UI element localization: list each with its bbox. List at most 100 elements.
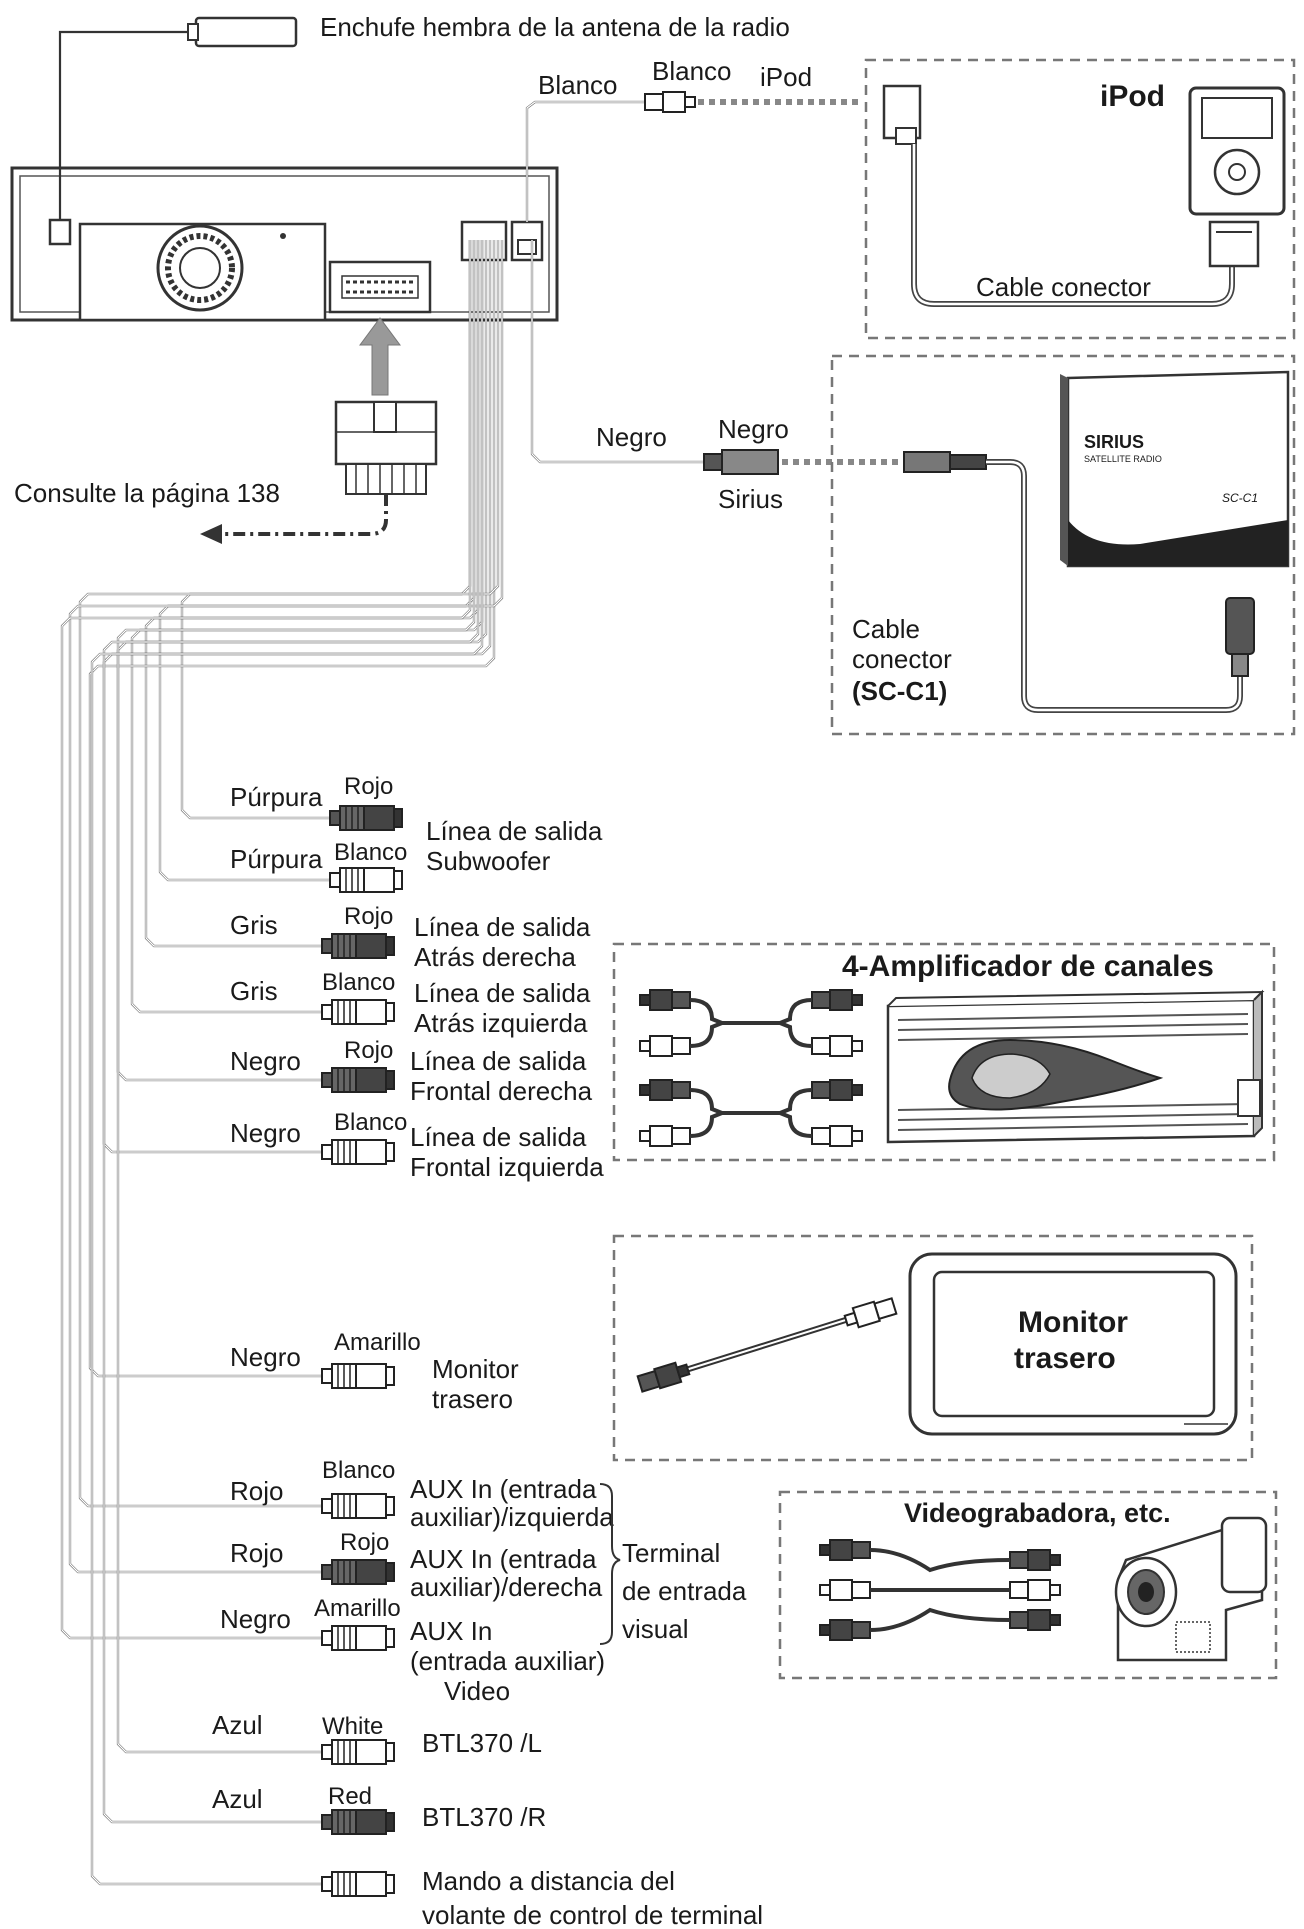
aux-1-desc2: auxiliar)/derecha [410, 1572, 603, 1602]
harness-wire [180, 240, 472, 820]
remote-line-2: volante de control de terminal [422, 1900, 763, 1929]
amp-output-plug [811, 1079, 863, 1101]
remote-line-1: Mando a distancia del [422, 1866, 675, 1896]
terminal-line-2: de entrada [622, 1576, 747, 1606]
ipod-wire-label: Blanco [538, 70, 618, 100]
ipod-box [864, 58, 1296, 340]
rca-plug [329, 805, 403, 831]
monitor-screen-1: Monitor [1018, 1306, 1128, 1339]
out-2-desc2: Atrás derecha [414, 942, 576, 972]
harness-wire-core [117, 240, 475, 1753]
video-source-plug [819, 1539, 871, 1561]
terminal-line-3: visual [622, 1614, 688, 1644]
antenna-connector [58, 16, 298, 220]
out-0-desc2: Subwoofer [426, 846, 551, 876]
aux-2-desc1: AUX In [410, 1616, 492, 1646]
btl-1-desc: BTL370 /R [422, 1802, 546, 1832]
sirius-plug-name: Sirius [718, 484, 783, 514]
monitor-desc2: trasero [432, 1384, 513, 1414]
out-4-desc2: Frontal derecha [410, 1076, 593, 1106]
sirius-wire [530, 240, 987, 475]
sirius-plug-label: Negro [718, 414, 789, 444]
btl-0-wire: Azul [212, 1710, 263, 1740]
ipod-plug-name: iPod [760, 62, 812, 92]
rca-plug [321, 1493, 395, 1519]
amp-rca-cable [689, 1088, 813, 1138]
out-2-wire: Gris [230, 910, 278, 940]
ipod-cable-label: Cable conector [976, 272, 1151, 302]
btl-1-wire: Azul [212, 1784, 263, 1814]
aux-1-plug: Rojo [340, 1529, 389, 1556]
amp-input-plug [639, 1035, 691, 1057]
aux-0-desc2: auxiliar)/izquierda [410, 1502, 614, 1532]
btl-0-desc: BTL370 /L [422, 1728, 542, 1758]
out-4-desc1: Línea de salida [410, 1046, 587, 1076]
sirius-model: SC-C1 [1222, 491, 1258, 505]
video-title: Videograbadora, etc. [904, 1498, 1171, 1528]
video-rca-cable [869, 1607, 1011, 1632]
harness-wire-core [103, 240, 491, 1153]
aux-2-desc2: (entrada auxiliar) [410, 1646, 605, 1676]
out-3-wire: Gris [230, 976, 278, 1006]
monitor-box [612, 1234, 1254, 1462]
amp-input-plug [639, 989, 691, 1011]
out-3-desc2: Atrás izquierda [414, 1008, 588, 1038]
aux-1-desc1: AUX In (entrada [410, 1544, 597, 1574]
out-3-plug: Blanco [322, 969, 395, 996]
out-5-plug: Blanco [334, 1109, 407, 1136]
monitor-wire: Negro [230, 1342, 301, 1372]
aux-2-wire: Negro [220, 1604, 291, 1634]
output-line-labels: Púrpura Rojo Línea de salida Subwoofer P… [230, 773, 604, 1182]
sirius-cable-label-3: (SC-C1) [852, 676, 947, 706]
harness-wire-core [61, 240, 471, 1639]
terminal-line-1: Terminal [622, 1538, 720, 1568]
rca-plug [321, 1739, 395, 1765]
sirius-cable-label-2: conector [852, 644, 952, 674]
sirius-brand-sub: SATELLITE RADIO [1084, 454, 1162, 464]
amp-output-plug [811, 1035, 863, 1057]
out-2-desc1: Línea de salida [414, 912, 591, 942]
aux-1-wire: Rojo [230, 1538, 283, 1568]
out-5-desc1: Línea de salida [410, 1122, 587, 1152]
aux-0-desc1: AUX In (entrada [410, 1474, 597, 1504]
amp-input-plug [639, 1125, 691, 1147]
aux-0-plug: Blanco [322, 1457, 395, 1484]
btl-0-plug: White [322, 1713, 383, 1740]
sirius-brand: SIRIUS [1084, 432, 1144, 452]
amp-rca-cable [689, 998, 813, 1048]
out-0-plug: Rojo [344, 773, 393, 800]
amplifier-box [612, 942, 1276, 1162]
ipod-plug-label: Blanco [652, 56, 732, 86]
rca-plug [321, 1067, 395, 1093]
harness-wire-core [131, 240, 483, 1013]
harness-wire-core [79, 240, 499, 1507]
rca-plug [321, 1871, 395, 1897]
video-rca-cable [869, 1548, 1011, 1573]
out-4-plug: Rojo [344, 1037, 393, 1064]
video-source-plug [819, 1579, 871, 1601]
btl-1-plug: Red [328, 1783, 372, 1810]
consult-label: Consulte la página 138 [14, 478, 280, 508]
amp-input-plug [639, 1079, 691, 1101]
video-target-plug [1009, 1609, 1061, 1631]
harness-wire-core [103, 240, 479, 1823]
aux-2-desc3: Video [444, 1676, 510, 1706]
out-5-wire: Negro [230, 1118, 301, 1148]
rca-plug [321, 999, 395, 1025]
sirius-wire-label: Negro [596, 422, 667, 452]
aux-2-plug: Amarillo [314, 1595, 401, 1622]
out-2-plug: Rojo [344, 903, 393, 930]
harness-connector [200, 317, 438, 544]
amp-output-plug [811, 1125, 863, 1147]
ipod-wire [525, 91, 862, 222]
rca-plug [321, 933, 395, 959]
out-0-desc1: Línea de salida [426, 816, 603, 846]
amp-output-plug [811, 989, 863, 1011]
out-4-wire: Negro [230, 1046, 301, 1076]
harness-wire-core [91, 240, 483, 1885]
rca-plug [321, 1625, 395, 1651]
harness-wire-core [181, 240, 471, 819]
harness-wire-core [69, 240, 503, 1573]
head-unit [10, 166, 559, 322]
